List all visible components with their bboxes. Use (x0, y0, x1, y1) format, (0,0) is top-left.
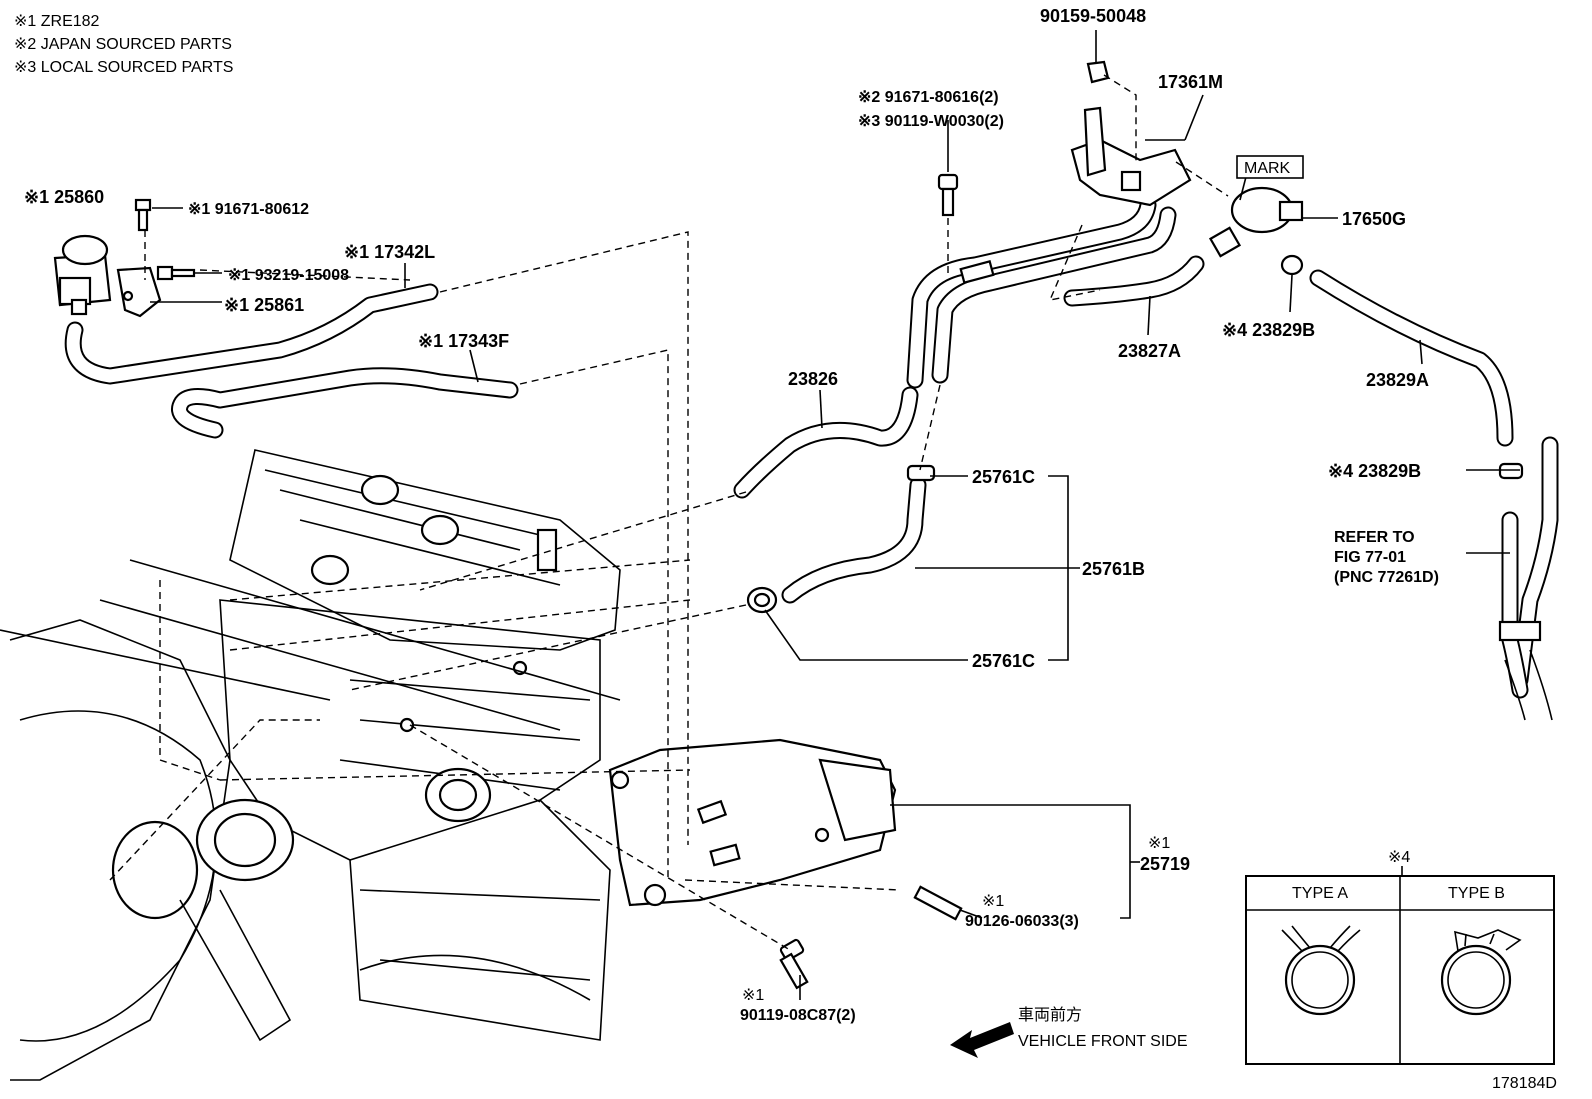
label-25761C-lower: 25761C (972, 651, 1035, 671)
label-17342L: ※1 17342L (344, 242, 435, 262)
label-23829B-upper: ※4 23829B (1222, 320, 1315, 340)
label-25860: ※1 25860 (24, 187, 104, 207)
part-25719 (608, 738, 897, 907)
label-90119-08C87: 90119-08C87(2) (740, 1007, 856, 1024)
label-90126-note: ※1 (982, 893, 1004, 910)
label-93219-15008: ※1 93219-15008 (228, 267, 349, 284)
label-front-en: VEHICLE FRONT SIDE (1018, 1033, 1188, 1050)
clamp-25761C-upper (906, 464, 936, 482)
mark-box (1236, 155, 1304, 179)
inset-clamp-types: ※4 TYPE A TYPE B (1245, 849, 1555, 1065)
bolt-91671-80612 (134, 198, 152, 232)
clamp-23829B-upper (1280, 254, 1304, 276)
label-refer-line1: REFER TO (1334, 529, 1415, 546)
clamp-type-a-icon (1281, 925, 1361, 1016)
part-25861-bracket (116, 266, 162, 318)
label-23826: 23826 (788, 369, 838, 389)
label-25761B: 25761B (1082, 559, 1145, 579)
label-90119-08C87-note: ※1 (742, 987, 764, 1004)
hose-23829A (1309, 269, 1514, 447)
hose-17343F (171, 367, 519, 439)
label-17343F: ※1 17343F (418, 331, 509, 351)
label-17650G: 17650G (1342, 209, 1406, 229)
clamp-25761C-lower (746, 586, 778, 614)
inset-type-a: TYPE A (1292, 885, 1348, 902)
note-3: ※3 LOCAL SOURCED PARTS (14, 59, 233, 76)
refer-pipe (1498, 436, 1559, 721)
clamp-23829B-lower (1498, 462, 1524, 480)
label-23829A: 23829A (1366, 370, 1429, 390)
bolt-93219 (156, 265, 196, 281)
label-91671-80616: ※2 91671-80616(2) (858, 89, 999, 106)
inset-marker: ※4 (1388, 849, 1410, 866)
note-1: ※1 ZRE182 (14, 13, 100, 30)
label-25719: 25719 (1140, 854, 1190, 874)
hose-25761B (781, 476, 927, 604)
part-25860-vsv (53, 234, 112, 316)
label-23827A: 23827A (1118, 341, 1181, 361)
label-90119-W0030: ※3 90119-W0030(2) (858, 113, 1004, 130)
inset-type-b: TYPE B (1448, 885, 1505, 902)
bolt-90159 (1086, 60, 1110, 84)
label-90159-50048: 90159-50048 (1040, 6, 1146, 26)
label-refer-line3: (PNC 77261D) (1334, 569, 1439, 586)
bolt-90126 (913, 885, 963, 921)
leader-lines (150, 30, 1520, 1000)
pipe-17361M (906, 106, 1192, 389)
hose-17342L (64, 283, 439, 385)
label-mark: MARK (1244, 160, 1291, 177)
engine-block (0, 449, 621, 1081)
label-90126-06033: 90126-06033(3) (965, 913, 1079, 930)
hose-23827A (1063, 255, 1205, 307)
dashed-leaders (109, 74, 1229, 951)
label-front-jp: 車両前方 (1018, 1006, 1082, 1024)
label-91671-80612: ※1 91671-80612 (188, 201, 309, 218)
label-25719-note: ※1 (1148, 835, 1170, 852)
bolt-91671-80616 (937, 173, 959, 217)
hose-23826 (733, 386, 919, 499)
front-arrow (950, 1022, 1014, 1058)
label-25861: ※1 25861 (224, 295, 304, 315)
part-17650G (1208, 186, 1304, 258)
note-2: ※2 JAPAN SOURCED PARTS (14, 36, 232, 53)
label-refer-line2: FIG 77-01 (1334, 549, 1406, 566)
label-25761C-upper: 25761C (972, 467, 1035, 487)
label-17361M: 17361M (1158, 72, 1223, 92)
clamp-type-b-icon (1440, 929, 1522, 1016)
figure-id: 178184D (1492, 1075, 1557, 1092)
label-23829B-lower: ※4 23829B (1328, 461, 1421, 481)
